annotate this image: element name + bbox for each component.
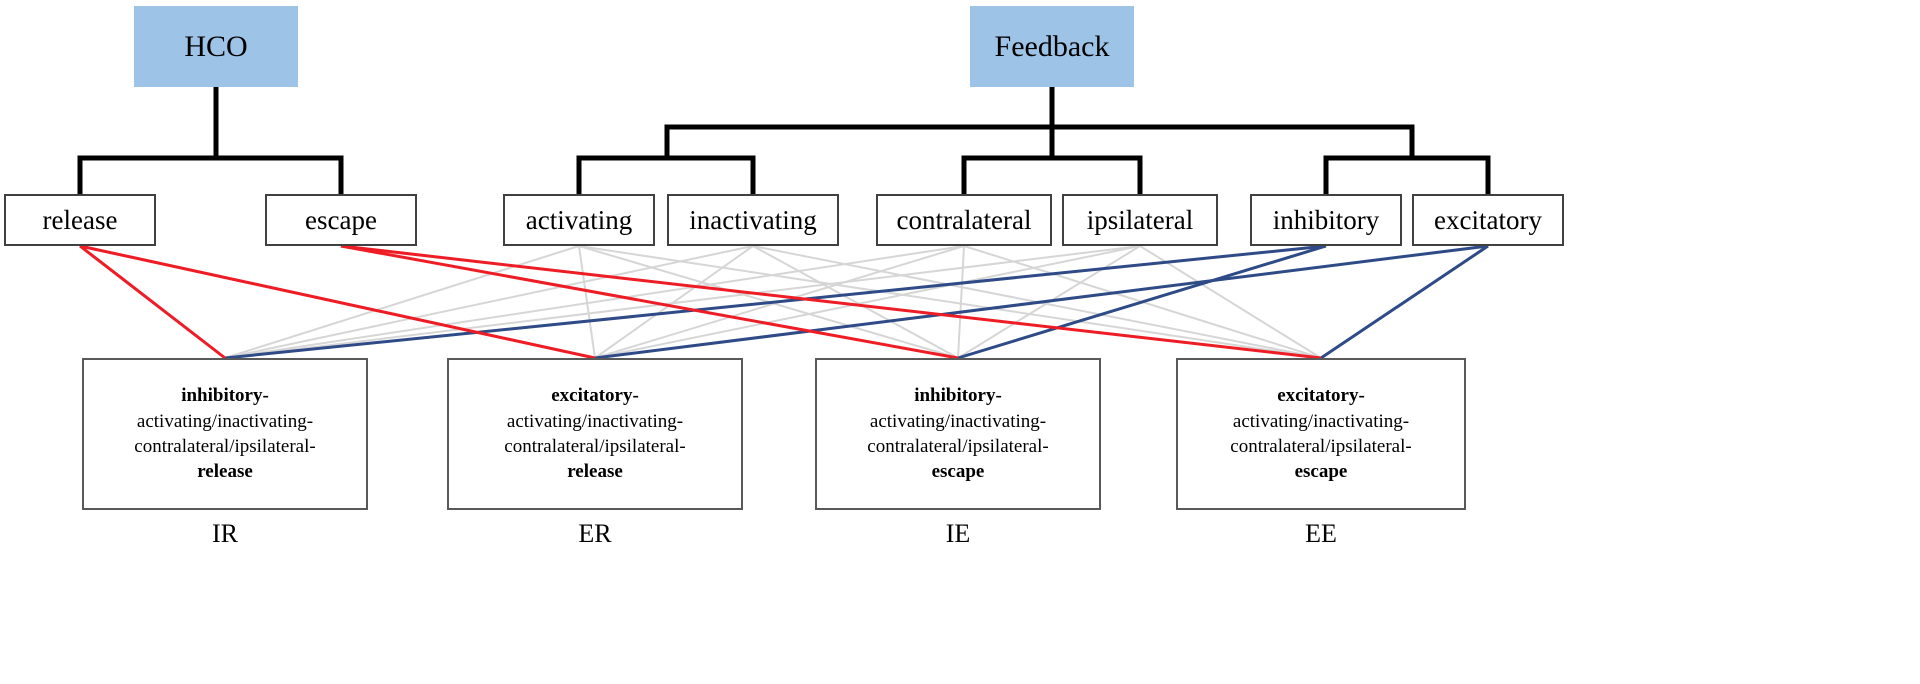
mid-node-ipsilateral[interactable]: ipsilateral — [1062, 194, 1218, 246]
connector-inactivating-to-ER — [594, 245, 754, 359]
leaf-node-line-0: inhibitory- — [914, 385, 1002, 407]
leaf-node-line-3: release — [567, 461, 623, 483]
connector-activating-to-EE — [578, 245, 1322, 359]
connector-ipsilateral-to-IR — [224, 245, 1141, 359]
connector-escape-to-EE — [340, 244, 1322, 360]
mid-node-contralateral[interactable]: contralateral — [876, 194, 1052, 246]
leaf-node-line-1: activating/inactivating- — [869, 410, 1047, 432]
connector-activating-to-IR — [224, 245, 580, 359]
root-node-feedback[interactable]: Feedback — [970, 6, 1134, 87]
connector-excitatory-to-ER — [594, 244, 1489, 360]
mid-node-excitatory[interactable]: excitatory — [1412, 194, 1564, 246]
connector-activating-to-ER — [578, 245, 596, 359]
mid-node-release[interactable]: release — [4, 194, 156, 246]
leaf-caption-IR: IR — [212, 519, 238, 548]
connector-inactivating-to-IR — [224, 245, 754, 359]
mid-node-label: activating — [525, 204, 633, 235]
leaf-node-line-0: inhibitory- — [181, 385, 269, 407]
leaf-node-line-2: contralateral/ipsilateral- — [1230, 436, 1412, 457]
leaf-caption-EE: EE — [1305, 519, 1337, 548]
leaf-node-line-3: release — [197, 461, 253, 483]
connector-ipsilateral-to-EE — [1139, 245, 1322, 359]
connector-ipsilateral-to-ER — [594, 245, 1141, 359]
leaf-node-line-1: activating/inactivating- — [136, 410, 314, 432]
connector-inhibitory-to-IE — [957, 244, 1327, 360]
mid-node-label: inhibitory — [1272, 204, 1380, 235]
root-node-label: Feedback — [994, 29, 1110, 63]
leaf-node-line-3: escape — [931, 461, 985, 483]
connector-contralateral-to-IR — [224, 245, 965, 359]
mid-node-label: inactivating — [689, 204, 817, 235]
mid-node-label: escape — [305, 204, 377, 235]
leaf-node-line-0: excitatory- — [551, 385, 639, 407]
mid-node-inactivating[interactable]: inactivating — [667, 194, 839, 246]
connector-release-to-ER — [79, 244, 596, 360]
mid-node-label: release — [42, 204, 118, 235]
connector-release-to-IR — [79, 244, 226, 360]
mid-node-escape[interactable]: escape — [265, 194, 417, 246]
connector-inactivating-to-IE — [752, 245, 959, 359]
leaf-node-line-2: contralateral/ipsilateral- — [134, 436, 316, 457]
connector-contralateral-to-IE — [957, 245, 965, 359]
mid-node-label: contralateral — [896, 204, 1032, 235]
leaf-node-line-1: activating/inactivating- — [506, 410, 684, 432]
leaf-node-line-3: escape — [1294, 461, 1348, 483]
leaf-node-line-2: contralateral/ipsilateral- — [504, 436, 686, 457]
leaf-caption-IE: IE — [945, 519, 971, 548]
mid-node-activating[interactable]: activating — [503, 194, 655, 246]
root-node-hco[interactable]: HCO — [134, 6, 298, 87]
leaf-caption-ER: ER — [578, 519, 612, 548]
leaf-node-EE[interactable]: excitatory-activating/inactivating-contr… — [1176, 358, 1466, 510]
leaf-node-IE[interactable]: inhibitory-activating/inactivating-contr… — [815, 358, 1101, 510]
leaf-node-line-1: activating/inactivating- — [1232, 410, 1410, 432]
mid-node-label: excitatory — [1434, 204, 1542, 235]
mid-node-inhibitory[interactable]: inhibitory — [1250, 194, 1402, 246]
leaf-node-line-2: contralateral/ipsilateral- — [867, 436, 1049, 457]
connector-excitatory-to-EE — [1320, 244, 1489, 360]
connector-escape-to-IE — [340, 244, 959, 360]
leaf-node-line-0: excitatory- — [1277, 385, 1365, 407]
mid-node-label: ipsilateral — [1086, 204, 1194, 235]
connector-inhibitory-to-IR — [224, 244, 1327, 360]
leaf-node-ER[interactable]: excitatory-activating/inactivating-contr… — [447, 358, 743, 510]
leaf-node-IR[interactable]: inhibitory-activating/inactivating-contr… — [82, 358, 368, 510]
root-node-label: HCO — [184, 29, 248, 63]
